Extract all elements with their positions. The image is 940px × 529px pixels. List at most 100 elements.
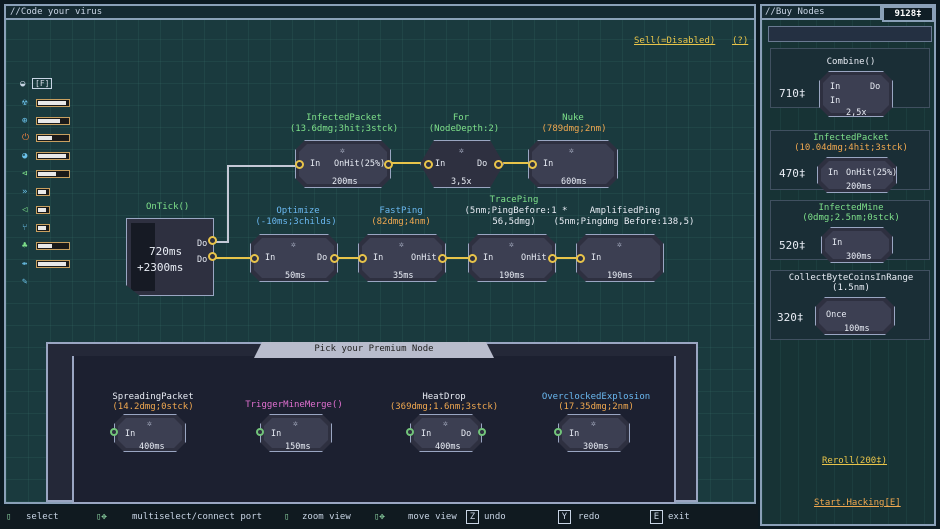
premium-2-title: TriggerMineMerge() [245, 400, 343, 410]
node-time: 300ms [583, 442, 609, 452]
sidebar-item-5[interactable]: ⊲ [22, 169, 72, 179]
shop-node[interactable]: In Do In 2,5x [819, 71, 893, 117]
shop-item-price: 520‡ [779, 239, 806, 252]
port-in-label: In [830, 82, 841, 92]
node-time: 200ms [846, 182, 872, 192]
for-in-port[interactable] [424, 160, 433, 169]
level-bar [36, 260, 70, 268]
port-in-label: In [832, 238, 843, 248]
undo-key[interactable]: Z [466, 510, 479, 524]
bug-icon: ✲ [509, 240, 514, 249]
level-fill [38, 190, 46, 194]
for-node[interactable]: ✲ In Do 3,5x [420, 140, 504, 188]
sidebar-item-10[interactable]: ⇹ [22, 259, 72, 269]
sidebar-item-11[interactable]: ✎ [22, 277, 72, 287]
control-move: move view [408, 512, 457, 522]
toggle-key: [F] [32, 78, 53, 89]
node-body [823, 75, 889, 113]
fastping-in-port[interactable] [358, 254, 367, 263]
fastping-onhit-port[interactable] [438, 254, 447, 263]
bug-icon: ✲ [293, 419, 298, 428]
bug-icon: ✲ [291, 240, 296, 249]
sidebar-item-2[interactable]: ⊕ [22, 116, 72, 126]
fastping-node[interactable]: ✲ In OnHit 35ms [358, 234, 446, 282]
mouse-drag-icon: ▯✥ [96, 512, 107, 522]
shop-item-combine[interactable]: Combine() 710‡ In Do In 2,5x [770, 48, 930, 108]
shop-node[interactable]: In 300ms [821, 227, 893, 263]
ontick-do2-port[interactable] [208, 252, 217, 261]
port-do-label: Do [197, 255, 208, 265]
node-time: 300ms [846, 252, 872, 262]
premium-2-node[interactable]: ✲ In 150ms [260, 414, 332, 452]
code-board[interactable]: //Code your virus Sell(=Disabled) (?) ◒ … [4, 4, 756, 504]
premium-3-title: HeatDrop [422, 392, 466, 402]
sell-button[interactable]: Sell(=Disabled) [634, 36, 716, 46]
optimize-node[interactable]: ✲ In Do 50ms [250, 234, 338, 282]
control-select: select [26, 512, 59, 522]
infected-in-port[interactable] [295, 160, 304, 169]
shop-node[interactable]: Once 100ms [815, 297, 895, 335]
fastping-stats: (82dmg;4nm) [371, 217, 431, 227]
sidebar-item-8[interactable]: ⑂ [22, 223, 72, 233]
traceping-in-port[interactable] [468, 254, 477, 263]
premium-4-node[interactable]: ✲ In 300ms [558, 414, 630, 452]
for-do-port[interactable] [494, 160, 503, 169]
node-body [264, 418, 328, 448]
node-body [580, 238, 660, 278]
shop-item-infectedpacket[interactable]: InfectedPacket (10.04dmg;4hit;3stck) 470… [770, 130, 930, 190]
level-bar [36, 134, 70, 142]
sidebar-item-7[interactable]: ◁ [22, 205, 72, 215]
sidebar-item-3[interactable]: ⏻ [22, 133, 72, 143]
shop-item-infectedmine[interactable]: InfectedMine (0dmg;2.5nm;0stck) 520‡ In … [770, 200, 930, 260]
premium-1-node[interactable]: ✲ In 400ms [114, 414, 186, 452]
start-hacking-button[interactable]: Start.Hacking[E] [814, 498, 901, 508]
port-do-label: Do [461, 429, 472, 439]
port-in-label: In [271, 429, 282, 439]
traceping-onhit-port[interactable] [548, 254, 557, 263]
ampping-in-port[interactable] [576, 254, 585, 263]
reroll-button[interactable]: Reroll(200‡) [822, 456, 888, 466]
shop-item-price: 470‡ [779, 167, 806, 180]
node-body [414, 418, 478, 448]
traceping-stats: (5nm;PingBefore:1 * [464, 206, 568, 216]
traceping-node[interactable]: ✲ In OnHit 190ms [468, 234, 556, 282]
bug-icon: ✲ [591, 419, 596, 428]
sidebar-item-6[interactable]: » [22, 187, 72, 197]
shop-node[interactable]: In OnHit(25%) 200ms [817, 157, 897, 193]
infected-node[interactable]: ✲ In OnHit(25%) 200ms [295, 140, 391, 188]
reverse-play-icon: ◁ [22, 205, 28, 215]
for-stats: (NodeDepth:2) [428, 124, 500, 134]
nuke-in-port[interactable] [528, 160, 537, 169]
shop-item-collectbytecoins[interactable]: CollectByteCoinsInRange (1.5nm) 320‡ Onc… [770, 270, 930, 340]
shop-item-title: InfectedMine [818, 203, 884, 213]
ampping-node[interactable]: ✲ In 190ms [576, 234, 664, 282]
sidebar-item-9[interactable]: ♣ [22, 241, 72, 251]
sidebar-item-4[interactable]: ◕ [22, 151, 72, 161]
for-title: For [452, 113, 470, 123]
link-icon: ⇹ [22, 259, 28, 269]
ontick-node[interactable]: 720ms +2300ms Do Do [126, 218, 214, 296]
optimize-do-port[interactable] [330, 254, 339, 263]
orb-icon: ◕ [22, 151, 28, 161]
redo-key[interactable]: Y [558, 510, 571, 524]
optimize-in-port[interactable] [250, 254, 259, 263]
ontick-do1-port[interactable] [208, 236, 217, 245]
sidebar-toggle[interactable]: ◒ [F] [18, 78, 53, 90]
premium-3-node[interactable]: ✲ In Do 400ms [410, 414, 482, 452]
tree-icon: ♣ [22, 241, 28, 251]
infected-onhit-port[interactable] [384, 160, 393, 169]
nuke-node[interactable]: ✲ In 600ms [528, 140, 618, 188]
wire [552, 257, 584, 259]
node-time: 100ms [844, 324, 870, 334]
sidebar-item-1[interactable]: ☢ [22, 98, 72, 108]
shop-item-price: 710‡ [779, 87, 806, 100]
infected-title: InfectedPacket [306, 113, 382, 123]
premium-panel: Pick your Premium Node SpreadingPacket (… [46, 342, 698, 504]
shop-item-stats: (1.5nm) [832, 283, 870, 293]
exit-key[interactable]: E [650, 510, 663, 524]
port-in-label: In [125, 429, 136, 439]
help-button[interactable]: (?) [732, 36, 749, 46]
node-time: 190ms [499, 271, 525, 281]
port-in-label: In [483, 253, 494, 263]
level-fill [38, 226, 46, 230]
